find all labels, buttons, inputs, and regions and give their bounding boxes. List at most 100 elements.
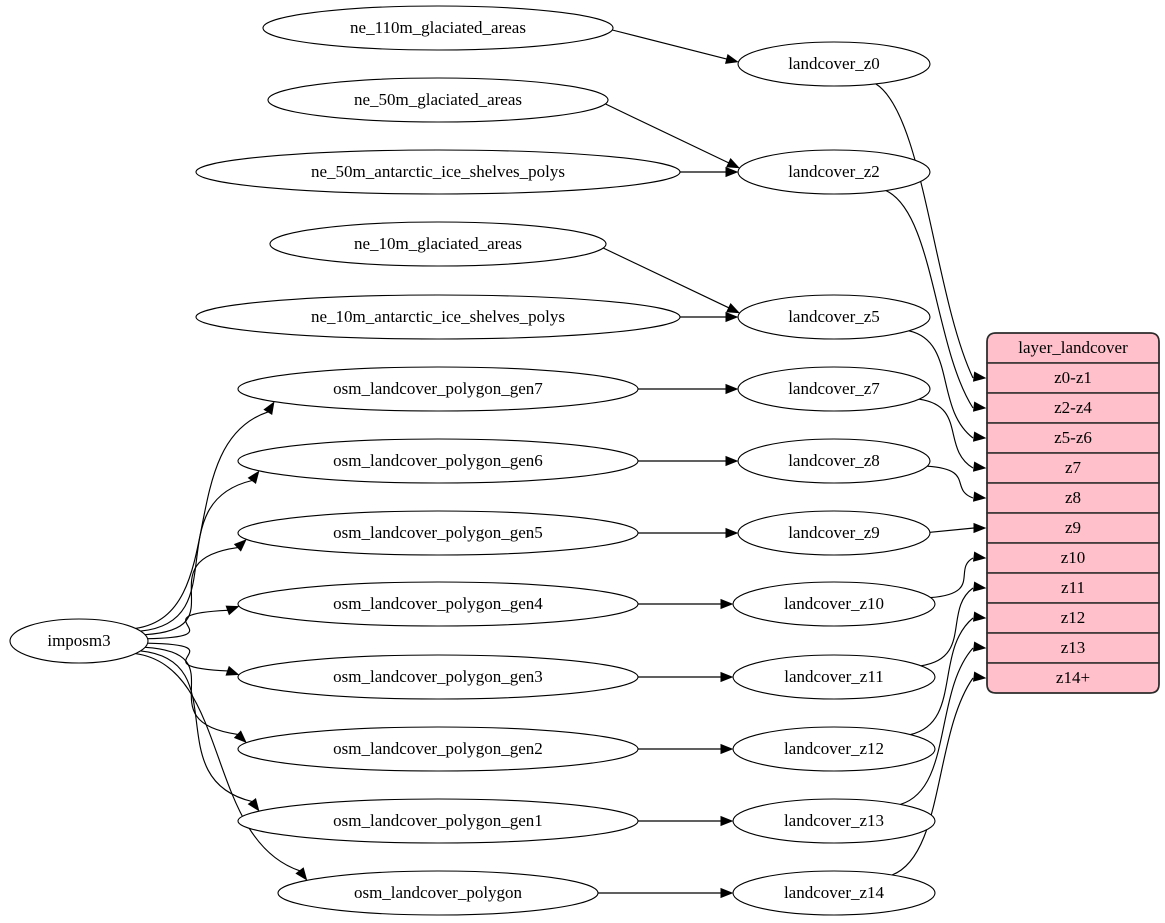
- node-label: osm_landcover_polygon_gen5: [333, 523, 543, 542]
- node-landcover_z13[interactable]: landcover_z13: [732, 798, 936, 844]
- node-osm_landcover_polygon_gen5[interactable]: osm_landcover_polygon_gen5: [237, 510, 639, 556]
- table-row-label: z11: [1061, 578, 1085, 597]
- node-label: osm_landcover_polygon: [354, 883, 523, 902]
- node-ellipse: [737, 41, 931, 87]
- node-ne_10m_antarctic_ice_shelves_polys[interactable]: ne_10m_antarctic_ice_shelves_polys: [195, 294, 681, 340]
- edge-ne_110m_glaciated_areas-to-landcover_z0: [612, 29, 727, 60]
- node-osm_landcover_polygon_gen4[interactable]: osm_landcover_polygon_gen4: [237, 581, 639, 627]
- node-ellipse: [237, 581, 639, 627]
- node-label: ne_50m_glaciated_areas: [354, 90, 522, 109]
- edge-arrowhead: [973, 522, 987, 534]
- edge-arrowhead: [720, 598, 734, 610]
- node-landcover_z5[interactable]: landcover_z5: [737, 294, 931, 340]
- node-ellipse: [237, 726, 639, 772]
- node-ellipse: [262, 5, 614, 51]
- node-label: ne_10m_antarctic_ice_shelves_polys: [311, 307, 565, 326]
- edge-arrowhead: [725, 166, 739, 178]
- node-landcover_z10[interactable]: landcover_z10: [732, 581, 936, 627]
- edge-arrowhead: [225, 605, 240, 616]
- node-ellipse: [732, 654, 936, 700]
- node-landcover_z12[interactable]: landcover_z12: [732, 726, 936, 772]
- edge-arrowhead: [726, 302, 740, 314]
- node-label: landcover_z13: [784, 811, 884, 830]
- node-label: osm_landcover_polygon_gen7: [333, 379, 543, 398]
- node-ellipse: [195, 149, 681, 195]
- edge-arrowhead: [720, 815, 734, 827]
- node-ellipse: [237, 438, 639, 484]
- node-landcover_z14[interactable]: landcover_z14: [732, 870, 936, 916]
- node-osm_landcover_polygon_gen3[interactable]: osm_landcover_polygon_gen3: [237, 654, 639, 700]
- table-row-label: z9: [1065, 518, 1081, 537]
- table-row-label: z5-z6: [1054, 428, 1092, 447]
- node-ellipse: [737, 510, 931, 556]
- node-ellipse: [269, 221, 607, 267]
- node-ellipse: [737, 438, 931, 484]
- node-ne_50m_antarctic_ice_shelves_polys[interactable]: ne_50m_antarctic_ice_shelves_polys: [195, 149, 681, 195]
- node-label: landcover_z8: [788, 451, 880, 470]
- node-landcover_z8[interactable]: landcover_z8: [737, 438, 931, 484]
- node-landcover_z0[interactable]: landcover_z0: [737, 41, 931, 87]
- node-label: osm_landcover_polygon_gen4: [333, 594, 543, 613]
- node-label: ne_10m_glaciated_areas: [354, 234, 522, 253]
- node-ellipse: [732, 726, 936, 772]
- edge-arrowhead: [972, 371, 987, 382]
- edge-to-table: [910, 617, 974, 736]
- edge-arrowhead: [972, 671, 987, 682]
- node-landcover_z7[interactable]: landcover_z7: [737, 366, 931, 412]
- table-row-label: z14+: [1056, 668, 1090, 687]
- edge-imposm3-to-osm_landcover_polygon_gen6: [140, 479, 253, 632]
- table-header-label: layer_landcover: [1018, 338, 1128, 357]
- table-row-label: z8: [1065, 488, 1081, 507]
- node-osm_landcover_polygon_gen2[interactable]: osm_landcover_polygon_gen2: [237, 726, 639, 772]
- node-ne_110m_glaciated_areas[interactable]: ne_110m_glaciated_areas: [262, 5, 614, 51]
- node-label: landcover_z9: [788, 523, 880, 542]
- edge-to-table: [919, 398, 974, 469]
- edge-imposm3-to-osm_landcover_polygon_gen4: [147, 609, 228, 640]
- node-landcover_z11[interactable]: landcover_z11: [732, 654, 936, 700]
- node-ellipse: [737, 366, 931, 412]
- node-landcover_z9[interactable]: landcover_z9: [737, 510, 931, 556]
- edge-to-table: [920, 587, 974, 667]
- node-ellipse: [237, 510, 639, 556]
- edge-arrowhead: [725, 383, 739, 395]
- node-label: imposm3: [47, 631, 110, 650]
- edge-arrowhead: [972, 641, 987, 652]
- node-label: ne_50m_antarctic_ice_shelves_polys: [311, 162, 565, 181]
- node-imposm3[interactable]: imposm3: [9, 618, 149, 664]
- node-osm_landcover_polygon_gen7[interactable]: osm_landcover_polygon_gen7: [237, 366, 639, 412]
- edge-arrowhead: [725, 311, 739, 323]
- node-label: osm_landcover_polygon_gen2: [333, 739, 543, 758]
- node-label: landcover_z5: [788, 307, 880, 326]
- node-ne_50m_glaciated_areas[interactable]: ne_50m_glaciated_areas: [267, 77, 609, 123]
- node-ne_10m_glaciated_areas[interactable]: ne_10m_glaciated_areas: [269, 221, 607, 267]
- node-ellipse: [237, 798, 639, 844]
- table-row-label: z13: [1061, 638, 1086, 657]
- edge-to-table: [930, 557, 974, 599]
- node-label: osm_landcover_polygon_gen3: [333, 667, 543, 686]
- edge-arrowhead: [726, 158, 740, 169]
- edge-ne_10m_glaciated_areas-to-landcover_z5: [602, 247, 730, 309]
- node-label: osm_landcover_polygon_gen6: [333, 451, 543, 470]
- node-landcover_z2[interactable]: landcover_z2: [737, 149, 931, 195]
- node-ellipse: [277, 870, 599, 916]
- edge-arrowhead: [972, 491, 987, 502]
- node-osm_landcover_polygon_gen1[interactable]: osm_landcover_polygon_gen1: [237, 798, 639, 844]
- edge-arrowhead: [725, 527, 739, 539]
- node-osm_landcover_polygon[interactable]: osm_landcover_polygon: [277, 870, 599, 916]
- node-osm_landcover_polygon_gen6[interactable]: osm_landcover_polygon_gen6: [237, 438, 639, 484]
- edge-arrowhead: [972, 611, 987, 622]
- edge-to-table: [908, 330, 974, 439]
- edge-arrowhead: [972, 461, 987, 472]
- edge-to-table: [929, 527, 975, 533]
- node-ellipse: [237, 366, 639, 412]
- edge-arrowhead: [972, 401, 987, 412]
- edge-imposm3-to-osm_landcover_polygon_gen7: [135, 411, 269, 629]
- node-ellipse: [9, 618, 149, 664]
- edge-layer: [135, 29, 987, 899]
- edge-arrowhead: [725, 455, 739, 467]
- node-label: landcover_z14: [784, 883, 885, 902]
- edge-arrowhead: [295, 867, 308, 881]
- edge-imposm3-to-osm_landcover_polygon_gen1: [140, 650, 253, 803]
- node-ellipse: [737, 294, 931, 340]
